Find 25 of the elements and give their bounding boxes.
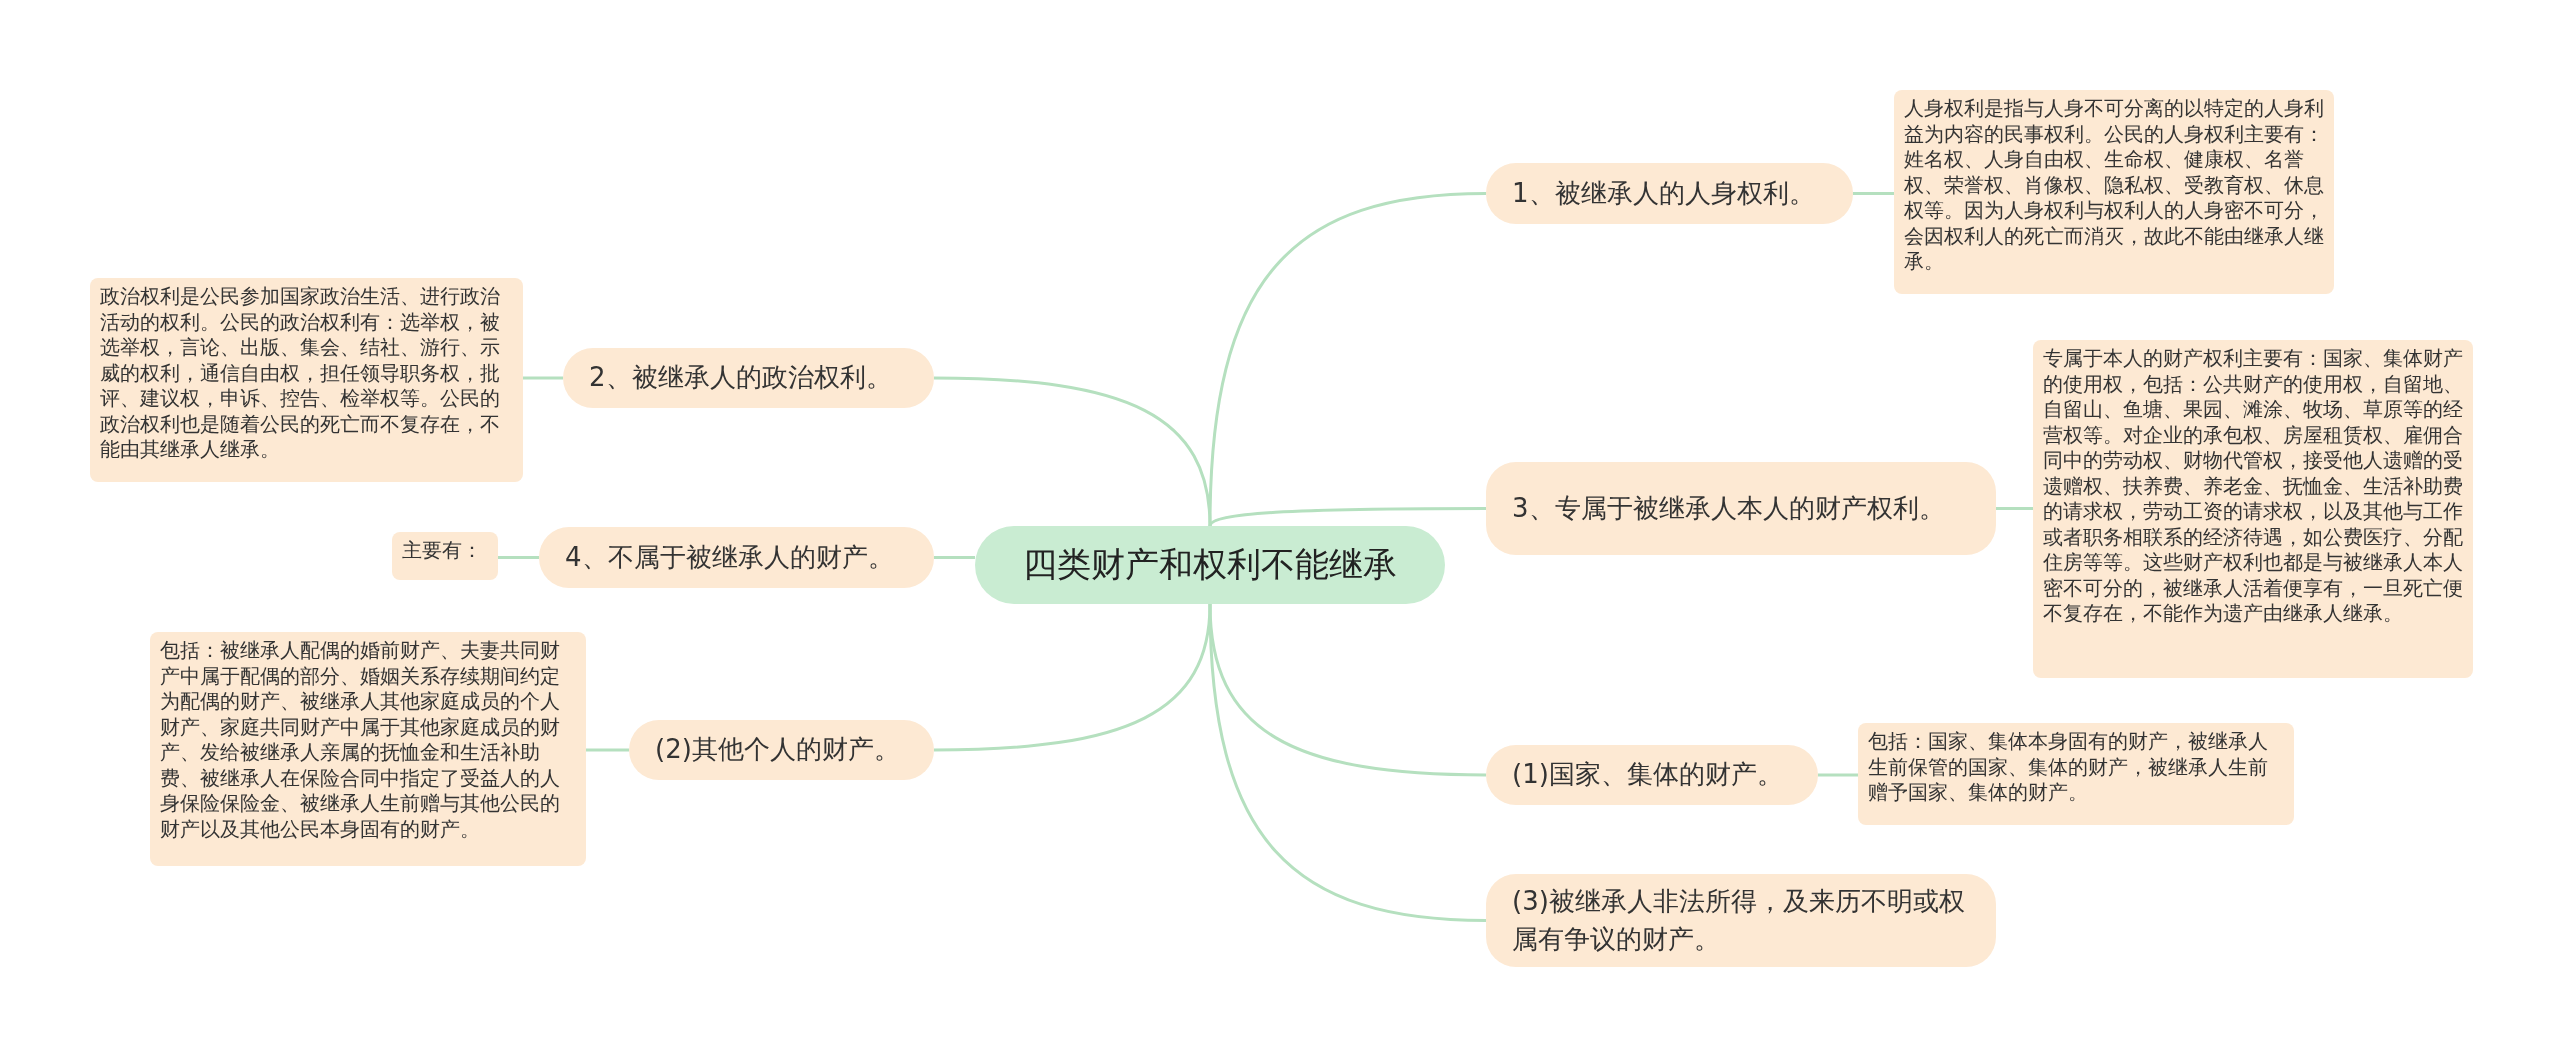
connector — [523, 376, 563, 380]
topic-box: 2、被继承人的政治权利。 — [563, 348, 934, 408]
connector — [933, 376, 1212, 527]
connector — [1208, 507, 1486, 527]
note-box: 专属于本人的财产权利主要有：国家、集体财产的使用权，包括：公共财产的使用权，自留地、自留山、鱼塘、果园、滩涂、牧场、草原等的经营权等。对企业的承包权、房屋租赁权、雇佣合同中的劳动权、财物代管权，接受他人遗赠的受遗赠权、扶养费、养老金、抚恤金、生活补助费的请求权，劳动工资的请求权，以及其他与工作或者职务相联系的经济待遇，如公费医疗、分配住房等等。这些财产权利也都是与被继承人本人密不可分的，被继承人活着便享有，一旦死亡便不复存在，不能作为遗产由继承人继承。 — [2033, 340, 2473, 678]
note-box: 包括：国家、集体本身固有的财产，被继承人生前保管的国家、集体的财产，被继承人生前赠予国家、集体的财产。 — [1858, 723, 2294, 825]
connector — [1818, 773, 1858, 777]
connector — [1853, 192, 1894, 195]
connector — [1208, 603, 1487, 922]
topic-box: (1)国家、集体的财产。 — [1486, 745, 1818, 805]
topic-box: (2)其他个人的财产。 — [629, 720, 934, 780]
note-box: 主要有： — [392, 532, 498, 580]
topic-box: 3、专属于被继承人本人的财产权利。 — [1486, 462, 1996, 555]
connector — [498, 556, 539, 559]
connector — [934, 556, 975, 559]
central-topic: 四类财产和权利不能继承 — [975, 526, 1445, 604]
note-box: 人身权利是指与人身不可分离的以特定的人身利益为内容的民事权利。公民的人身权利主要有：姓名权、人身自由权、生命权、健康权、名誉权、荣誉权、肖像权、隐私权、受教育权、休息权等。因为人身权利与权利人的人身密不可分，会因权利人的死亡而消灭，故此不能由继承人继承。 — [1894, 90, 2334, 294]
topic-box: (3)被继承人非法所得，及来历不明或权属有争议的财产。 — [1486, 874, 1996, 967]
note-box: 包括：被继承人配偶的婚前财产、夫妻共同财产中属于配偶的部分、婚姻关系存续期间约定为配偶的财产、被继承人其他家庭成员的个人财产、家庭共同财产中属于其他家庭成员的财产、发给被继承人亲属的抚恤金和生活补助费、被继承人在保险合同中指定了受益人的人身保险保险金、被继承人生前赠与其他公民的财产以及其他公民本身固有的财产。 — [150, 632, 586, 866]
note-box: 政治权利是公民参加国家政治生活、进行政治活动的权利。公民的政治权利有：选举权，被选举权，言论、出版、集会、结社、游行、示威的权利，通信自由权，担任领导职务权，批评、建议权，申诉、控告、检举权等。公民的政治权利也是随着公民的死亡而不复存在，不能由其继承人继承。 — [90, 278, 523, 482]
connector — [586, 748, 629, 752]
topic-box: 1、被继承人的人身权利。 — [1486, 163, 1853, 224]
connector — [933, 603, 1212, 752]
connector — [1996, 507, 2033, 510]
topic-box: 4、不属于被继承人的财产。 — [539, 527, 934, 588]
